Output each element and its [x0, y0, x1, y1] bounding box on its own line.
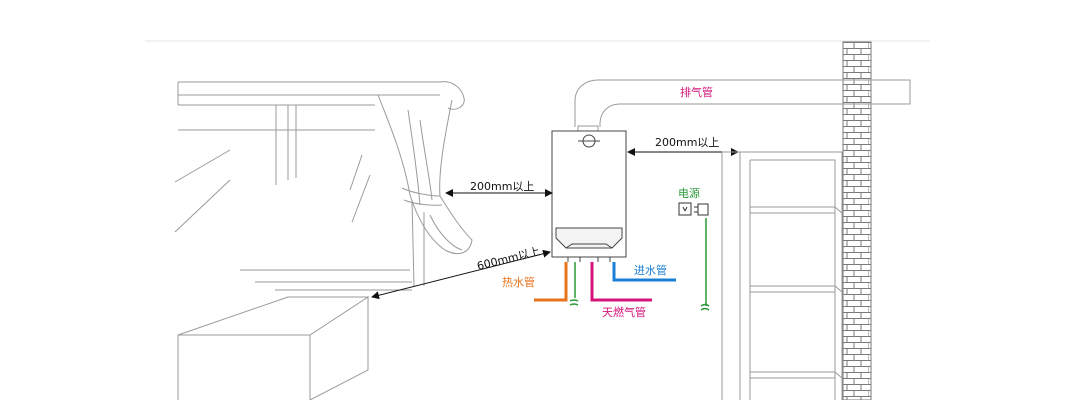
hot-water-pipe — [534, 262, 568, 302]
exhaust-pipe-outlet — [842, 79, 911, 105]
cold-ground-pipe — [569, 262, 579, 306]
shelf-unit — [721, 151, 843, 400]
clearance-front-arrow — [371, 249, 551, 300]
clearance-left-label: 200mm以上 — [470, 180, 534, 193]
inlet-water-pipe-label: 进水管 — [634, 263, 667, 277]
window-with-curtain — [174, 81, 473, 291]
water-heater — [551, 130, 627, 262]
clearance-front-label: 600mm以上 — [476, 245, 542, 273]
brick-wall — [842, 41, 872, 400]
kitchen-cabinet — [177, 296, 370, 400]
gas-pipe-label: 天燃气管 — [602, 305, 646, 319]
power-cable — [700, 218, 710, 311]
power-label: 电源 — [678, 186, 700, 200]
clearance-right-label: 200mm以上 — [655, 136, 719, 149]
exhaust-pipe-label: 排气管 — [680, 85, 713, 99]
gas-pipe — [590, 262, 652, 302]
power-outlet-icon — [678, 202, 709, 216]
hot-water-pipe-label: 热水管 — [502, 275, 535, 289]
inlet-water-pipe — [612, 262, 676, 282]
